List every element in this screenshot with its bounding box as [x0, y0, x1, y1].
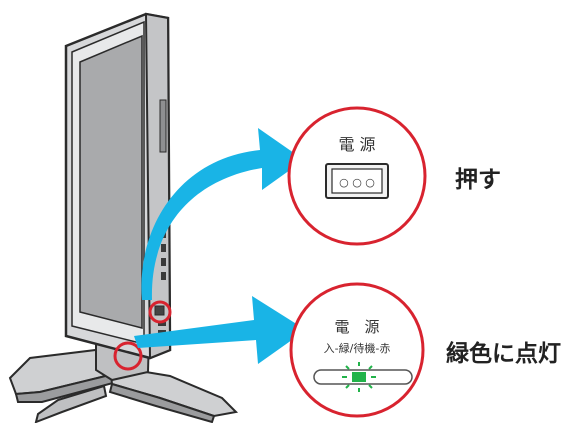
tv-screen	[79, 34, 143, 329]
green-led-icon	[342, 362, 376, 392]
indicator-panel: 電 源 入-緑/待機-赤	[289, 282, 425, 418]
indicator-panel-label: 電 源	[334, 318, 379, 336]
power-button-panel: 電 源 ○ ○ ○	[287, 106, 427, 246]
power-button[interactable]	[331, 168, 383, 194]
arrow-to-indicator-panel	[134, 296, 306, 364]
indicator-panel-sublabel: 入-緑/待機-赤	[324, 341, 391, 355]
side-power-button[interactable]	[154, 305, 165, 316]
power-button-dots: ○ ○ ○	[339, 176, 375, 189]
power-panel-label: 電 源	[338, 135, 375, 154]
indicator-highlight-ring	[113, 341, 143, 371]
press-instruction: 押す	[455, 167, 501, 193]
arrow-to-power-panel	[141, 128, 304, 300]
tv-monitor	[64, 12, 172, 360]
power-button-highlight-ring	[148, 300, 172, 324]
lights-green-result: 緑色に点灯	[446, 340, 561, 367]
